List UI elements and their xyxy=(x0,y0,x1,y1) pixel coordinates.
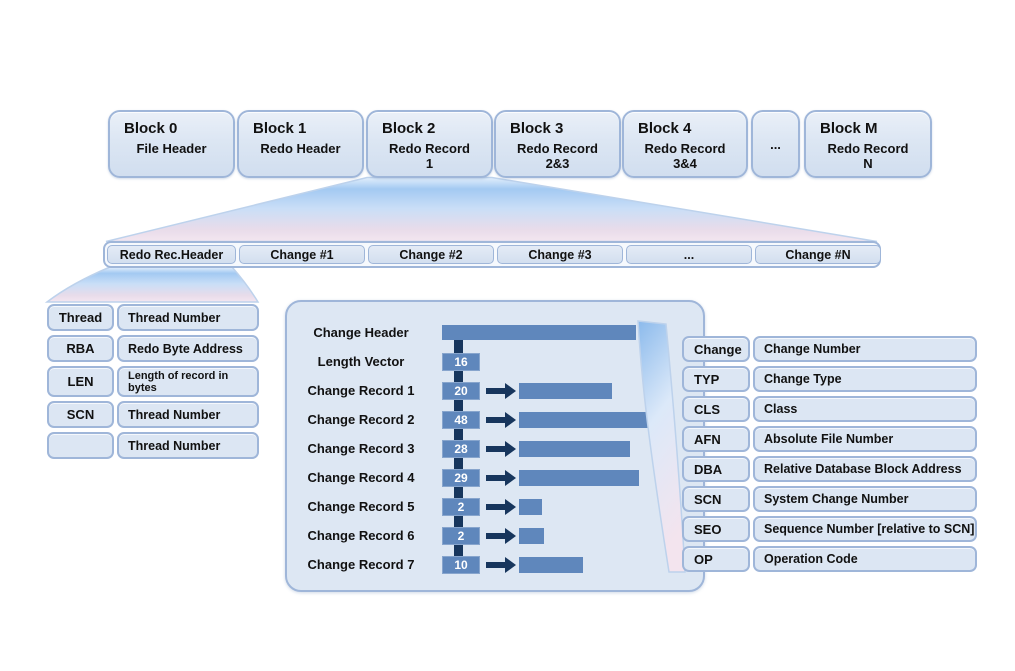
record-bar xyxy=(519,440,630,457)
change-field-key: CLS xyxy=(682,396,750,422)
length-value: 2 xyxy=(442,497,480,516)
record-row-cell: ... xyxy=(626,245,752,264)
change-field-key: AFN xyxy=(682,426,750,452)
block-title: Block 4 xyxy=(638,120,692,137)
change-field-desc: Sequence Number [relative to SCN] xyxy=(753,516,977,542)
change-field-desc: Change Type xyxy=(753,366,977,392)
arrow-right-icon xyxy=(486,411,516,428)
ellipsis-label: ... xyxy=(770,136,781,152)
block-0: Block 0 File Header xyxy=(108,110,235,178)
row-label: Change Record 6 xyxy=(307,528,415,543)
change-record-row-7: Change Record 7 10 xyxy=(287,550,703,579)
change-record-row-6: Change Record 6 2 xyxy=(287,521,703,550)
change-record-row-4: Change Record 4 29 xyxy=(287,463,703,492)
redo-header-desc: Length of record in bytes xyxy=(117,366,259,397)
change-header-row: Change Header xyxy=(287,318,703,347)
block2-expansion-funnel xyxy=(105,176,878,243)
redo-header-key: Thread xyxy=(47,304,114,331)
record-bar xyxy=(519,556,583,573)
row-label: Change Record 2 xyxy=(307,412,415,427)
change-field-desc: System Change Number xyxy=(753,486,977,512)
redo-header-key: RBA xyxy=(47,335,114,362)
block-ellipsis: ... xyxy=(751,110,800,178)
record-bar xyxy=(519,527,544,544)
arrow-right-icon xyxy=(486,556,516,573)
length-value: 2 xyxy=(442,526,480,545)
change-field-desc: Operation Code xyxy=(753,546,977,572)
record-bar xyxy=(519,469,639,486)
change-field-desc: Absolute File Number xyxy=(753,426,977,452)
record-row-cell: Change #1 xyxy=(239,245,365,264)
change-field-key: SEO xyxy=(682,516,750,542)
arrow-right-icon xyxy=(486,527,516,544)
record-row-cell: Redo Rec.Header xyxy=(107,245,236,264)
row-label: Length Vector xyxy=(317,354,405,369)
record-bar xyxy=(519,411,654,428)
block-title: Block 0 xyxy=(124,120,178,137)
change-record-row-5: Change Record 5 2 xyxy=(287,492,703,521)
redo-header-desc: Redo Byte Address xyxy=(117,335,259,362)
redo-record-row: Redo Rec.Header Change #1 Change #2 Chan… xyxy=(103,241,881,268)
redo-header-key: LEN xyxy=(47,366,114,397)
redo-header-desc: Thread Number xyxy=(117,304,259,331)
record-row-cell: Change #2 xyxy=(368,245,494,264)
change-header-bar xyxy=(442,325,636,340)
record-row-cell: Change #N xyxy=(755,245,881,264)
change-field-key: SCN xyxy=(682,486,750,512)
redo-header-key: SCN xyxy=(47,401,114,428)
block-subtitle: File Header xyxy=(136,141,207,156)
arrow-right-icon xyxy=(486,469,516,486)
row-label: Change Record 1 xyxy=(307,383,415,398)
row-label: Change Record 3 xyxy=(307,441,415,456)
change-field-desc: Relative Database Block Address xyxy=(753,456,977,482)
block-title: Block 2 xyxy=(382,120,436,137)
length-value: 10 xyxy=(442,555,480,574)
length-value: 29 xyxy=(442,468,480,487)
record-bar xyxy=(519,382,612,399)
change-record-row-1: Change Record 1 20 xyxy=(287,376,703,405)
length-value: 48 xyxy=(442,410,480,429)
length-value: 20 xyxy=(442,381,480,400)
block-title: Block 3 xyxy=(510,120,564,137)
record-bar xyxy=(519,498,542,515)
redo-header-expansion-funnel xyxy=(44,266,260,303)
block-title: Block 1 xyxy=(253,120,307,137)
redo-header-key-empty xyxy=(47,432,114,459)
change-record-row-3: Change Record 3 28 xyxy=(287,434,703,463)
arrow-right-icon xyxy=(486,382,516,399)
block-1: Block 1 Redo Header xyxy=(237,110,364,178)
block-title: Block M xyxy=(820,120,878,137)
row-label: Change Record 7 xyxy=(307,557,415,572)
row-label: Change Record 4 xyxy=(307,470,415,485)
length-vector-row: Length Vector 16 xyxy=(287,347,703,376)
row-label: Change Record 5 xyxy=(307,499,415,514)
block-subtitle: Redo Header xyxy=(260,141,341,156)
change-field-desc: Class xyxy=(753,396,977,422)
change-record-panel: Change Header Length Vector 16 Change Re… xyxy=(285,300,705,592)
length-value: 28 xyxy=(442,439,480,458)
change-record-row-2: Change Record 2 48 xyxy=(287,405,703,434)
redo-header-desc: Thread Number xyxy=(117,401,259,428)
record-row-cell: Change #3 xyxy=(497,245,623,264)
change-field-key: DBA xyxy=(682,456,750,482)
change-field-key: Change xyxy=(682,336,750,362)
arrow-right-icon xyxy=(486,440,516,457)
change-field-key: TYP xyxy=(682,366,750,392)
arrow-right-icon xyxy=(486,498,516,515)
change-field-key: OP xyxy=(682,546,750,572)
redo-header-desc: Thread Number xyxy=(117,432,259,459)
length-value: 16 xyxy=(442,352,480,371)
change-field-desc: Change Number xyxy=(753,336,977,362)
row-label: Change Header xyxy=(313,325,409,340)
